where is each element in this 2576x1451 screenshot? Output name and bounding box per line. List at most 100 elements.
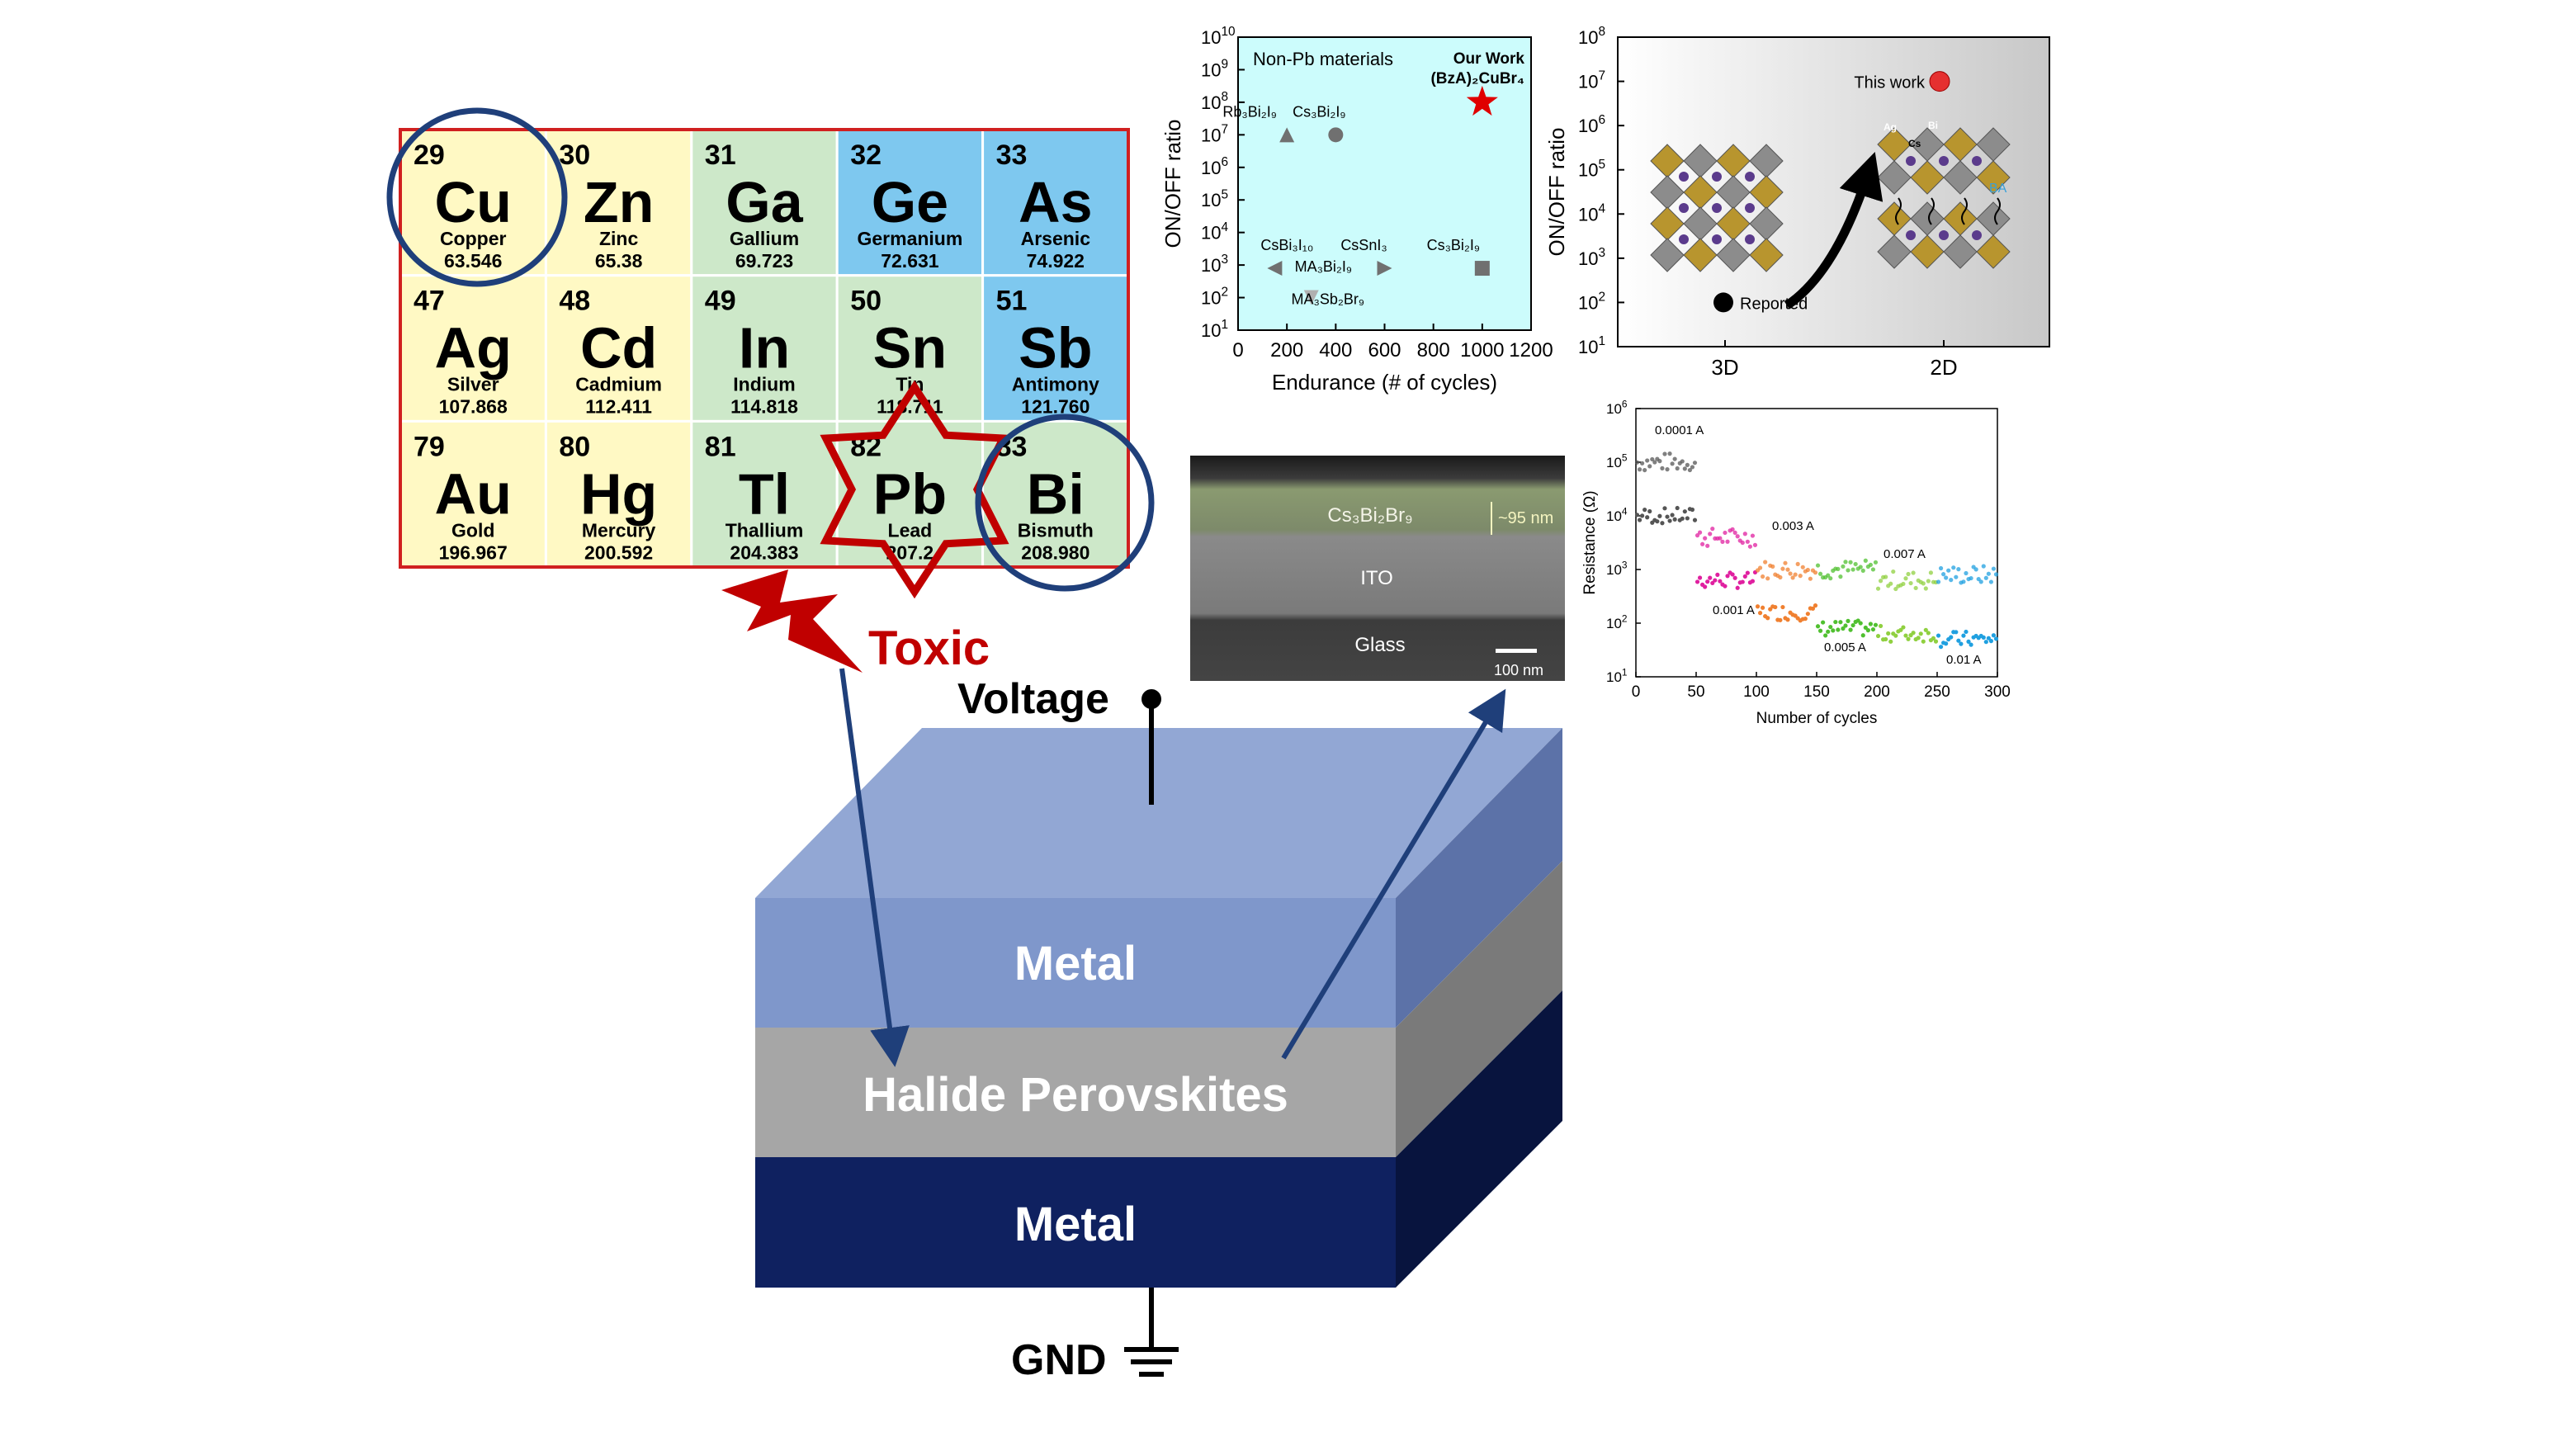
chart3-point-hrs: [1870, 567, 1876, 572]
chart2-point-this-work: [1929, 71, 1950, 92]
element-symbol: Ga: [726, 170, 803, 234]
element-name: Gallium: [730, 228, 799, 249]
chart3-point-lrs: [1841, 626, 1846, 631]
chart3-point-hrs: [1906, 571, 1911, 577]
element-symbol: Zn: [584, 170, 655, 234]
chart3-point-lrs: [1710, 580, 1715, 586]
chart3-point-hrs: [1954, 574, 1959, 579]
chart3-point-hrs: [1928, 570, 1933, 575]
element-cell-bg: [399, 419, 547, 569]
chart3-point-lrs: [1988, 639, 1993, 644]
chart3-ytick-label: 104: [1606, 505, 1628, 524]
chart3-point-lrs: [1936, 633, 1941, 638]
chart3-point-lrs: [1750, 579, 1756, 584]
chart3-point-hrs: [1800, 565, 1805, 570]
chart1-point-highlight: [1466, 85, 1498, 116]
chart1-point-label: CsSnI₃: [1340, 237, 1387, 253]
chart3-point-lrs: [1954, 630, 1959, 635]
chart3-point-hrs: [1672, 456, 1677, 461]
chart3-series-label: 0.003 A: [1772, 519, 1814, 533]
chart1-point-label: Rb₃Bi₂I₉: [1222, 103, 1276, 120]
chart3-point-lrs: [1723, 584, 1728, 588]
chart1-ytick-label: 108: [1201, 90, 1228, 113]
chart3-point-lrs: [1983, 640, 1988, 645]
cation-site: [1745, 203, 1755, 213]
element-symbol: Sb: [1019, 316, 1092, 380]
octahedron: [1943, 160, 1978, 195]
element-name: Bismuth: [1018, 519, 1094, 541]
atomic-number: 48: [559, 286, 590, 317]
chart3-point-hrs: [1908, 580, 1913, 586]
octahedron: [1910, 160, 1945, 195]
element-symbol: Bi: [1027, 461, 1085, 526]
chart2-ytick-label: 106: [1578, 113, 1605, 136]
octahedron: [1877, 234, 1912, 269]
chart3-ytick-label: 105: [1606, 451, 1628, 470]
chart3-point-hrs: [1938, 565, 1944, 571]
label-ag: Ag: [1884, 121, 1897, 133]
atomic-number: 47: [414, 286, 445, 317]
chart3-point-lrs: [1718, 579, 1723, 584]
atomic-mass: 65.38: [595, 250, 643, 272]
atomic-number: 32: [850, 139, 882, 171]
octahedron: [1716, 238, 1751, 272]
chart3-point-hrs: [1685, 462, 1690, 467]
chart3-point-hrs: [1988, 579, 1993, 584]
chart3-point-hrs: [1788, 571, 1793, 576]
atomic-mass: 204.383: [730, 541, 798, 563]
chart3-point-lrs: [1685, 516, 1690, 521]
chart3-point-lrs: [1715, 572, 1720, 578]
element-cell-bg: [399, 128, 547, 277]
chart1-legend-text: Non-Pb materials: [1253, 49, 1393, 69]
element-name: Cadmium: [575, 374, 662, 395]
chart3-point-hrs: [1660, 466, 1665, 470]
chart1-point-label: CsBi₃I₁₀: [1260, 237, 1313, 253]
atomic-number: 51: [996, 286, 1028, 317]
bottom-metal-layer: [755, 1157, 1396, 1288]
chart3-point-lrs: [1918, 631, 1923, 636]
element-symbol: As: [1019, 170, 1092, 234]
periodic-table-border: [399, 128, 1130, 569]
chart3-point-hrs: [1680, 459, 1685, 464]
chart2-ytick-label: 104: [1578, 201, 1605, 225]
chart3-point-lrs: [1921, 639, 1926, 644]
chart3-point-lrs: [1949, 635, 1954, 640]
chart3-point-lrs: [1898, 627, 1903, 632]
chart3-point-hrs: [1720, 539, 1725, 544]
chart3-point-hrs: [1692, 461, 1698, 466]
chart3-point-hrs: [1826, 573, 1831, 578]
chart3-point-hrs: [1790, 575, 1795, 580]
atomic-mass: 196.967: [439, 541, 508, 563]
chart2-ytick-label: 102: [1578, 291, 1605, 314]
chart3-point-lrs: [1670, 513, 1675, 518]
chart3-point-lrs: [1865, 628, 1870, 633]
chart3-point-hrs: [1798, 574, 1803, 579]
copper-highlight-circle: [386, 107, 568, 287]
chart3-point-hrs: [1936, 579, 1941, 584]
bottom-metal-label: Metal: [1014, 1198, 1137, 1251]
chart3-point-hrs: [1694, 533, 1700, 538]
perovskite-label: Halide Perovskites: [863, 1068, 1288, 1122]
atomic-mass: 107.868: [439, 396, 508, 418]
periodic-table: 29CuCopper63.54630ZnZinc65.3831GaGallium…: [399, 128, 1130, 569]
cation-site: [1712, 203, 1722, 213]
chart3-series-label: 0.0001 A: [1655, 423, 1704, 437]
cation-site: [1745, 172, 1755, 182]
chart3-point-hrs: [1780, 566, 1785, 571]
chart3-point-hrs: [1888, 581, 1893, 586]
chart3-point-lrs: [1923, 627, 1928, 632]
chart3-point-hrs: [1725, 539, 1730, 544]
chart3-point-hrs: [1682, 466, 1687, 471]
chart3-point-lrs: [1672, 517, 1677, 522]
chart3-point-hrs: [1878, 579, 1884, 584]
element-cell-bg: [981, 274, 1130, 423]
chart3-xtick-label: 250: [1924, 683, 1950, 701]
chart3-point-hrs: [1875, 586, 1881, 591]
chart1-point-label: MA₃Bi₂I₉: [1295, 258, 1352, 275]
chart3-xtick-label: 200: [1864, 683, 1890, 701]
